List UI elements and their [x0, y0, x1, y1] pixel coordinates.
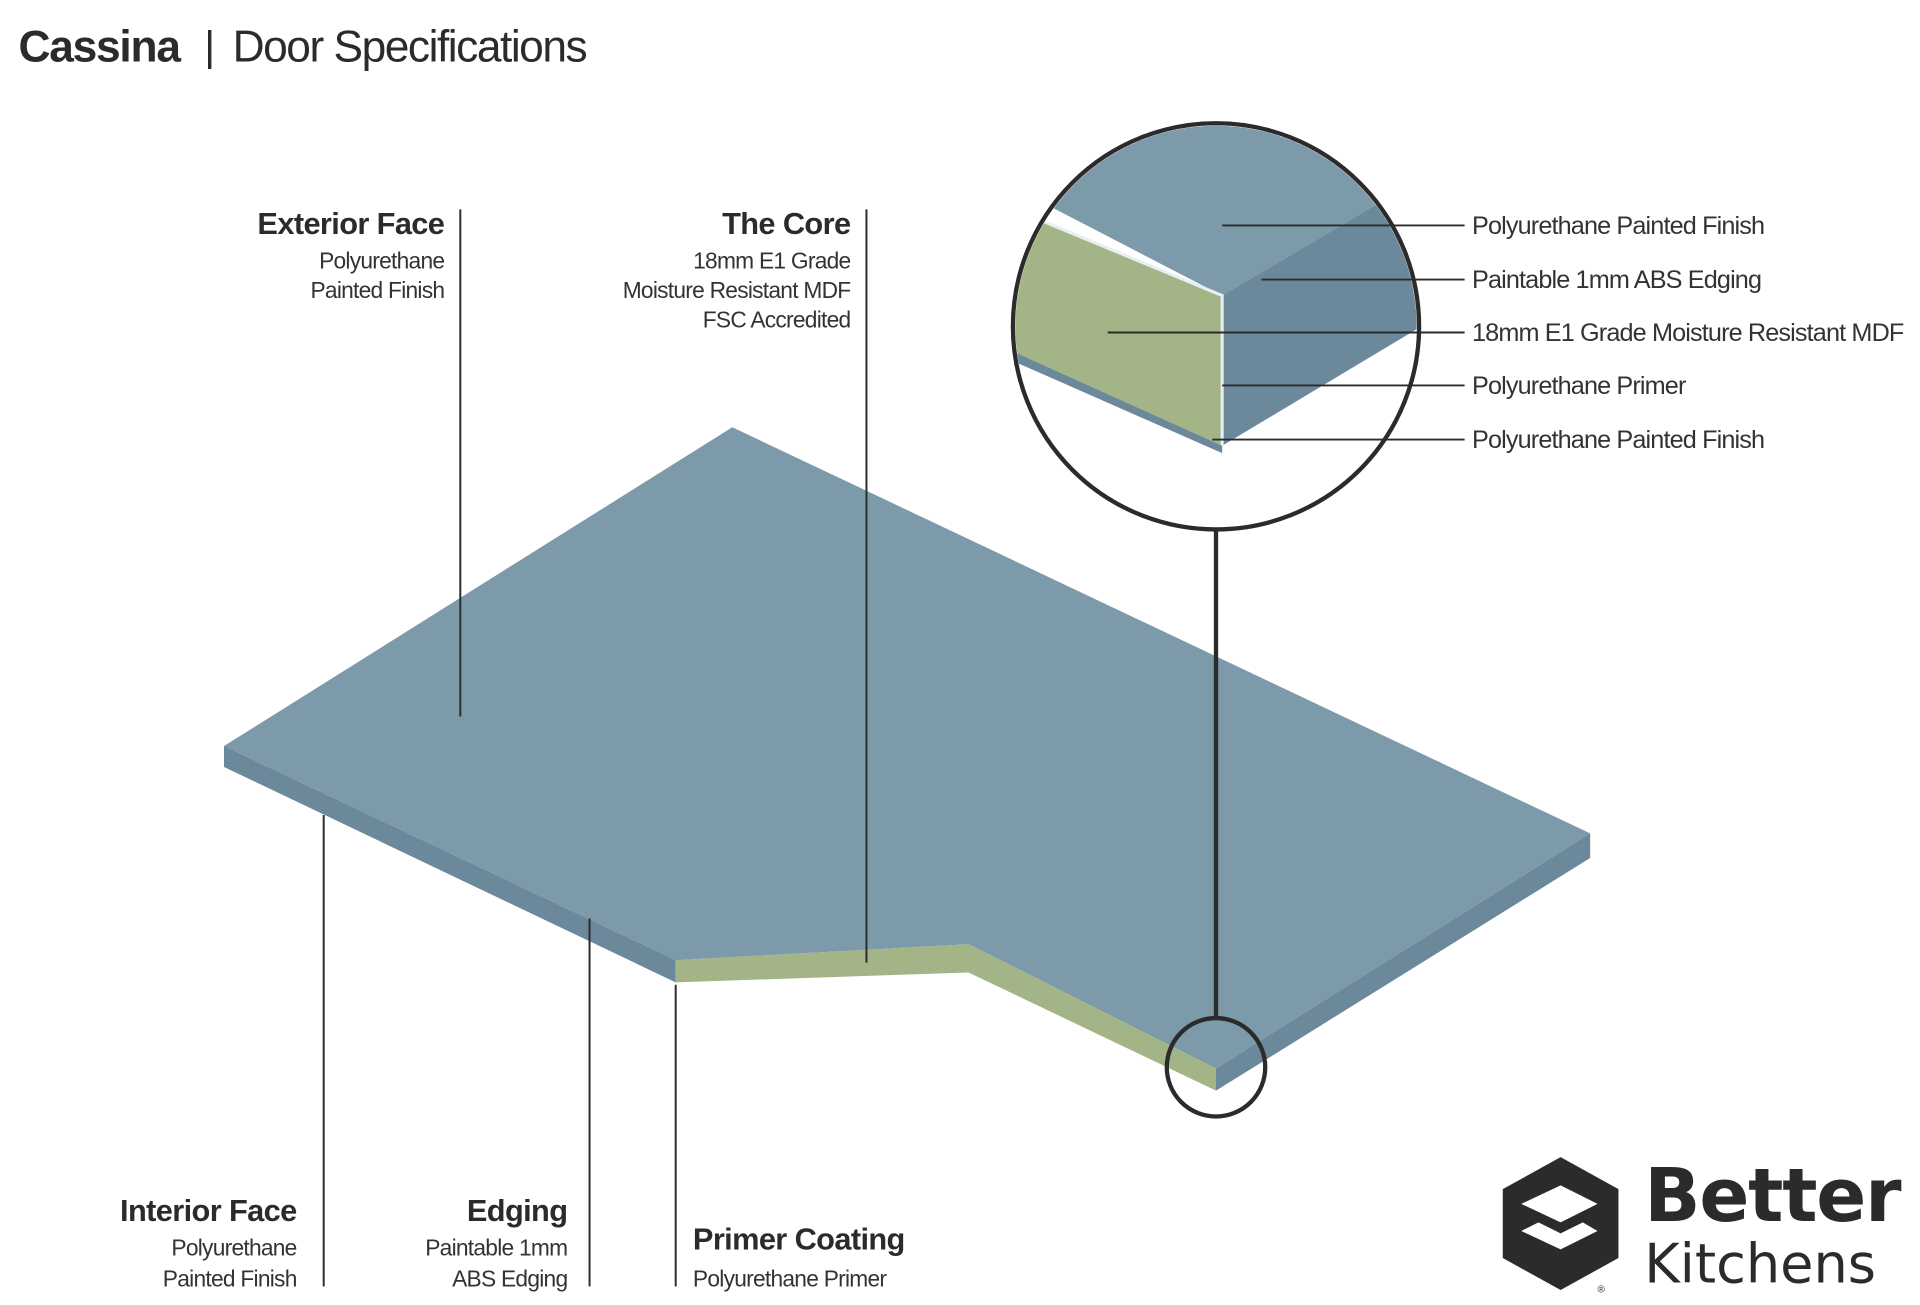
callout-mdf: 18mm E1 Grade Moisture Resistant MDF	[1472, 319, 1904, 347]
door-panel	[224, 427, 1591, 1091]
label-primer-coating: Primer Coating Polyurethane Primer	[674, 984, 905, 1291]
callout-bottom-finish: Polyurethane Painted Finish	[1472, 426, 1764, 454]
logo-hexagon-icon	[1502, 1157, 1619, 1291]
exterior-line: Painted Finish	[310, 277, 444, 303]
callout-edging: Paintable 1mm ABS Edging	[1472, 266, 1761, 294]
detail-focus-circle	[1164, 1015, 1268, 1119]
callout-leaders	[1107, 224, 1465, 441]
better-kitchens-logo: ® Better Kitchens	[1502, 1153, 1903, 1296]
mag-bottom-finish	[1015, 338, 1223, 454]
core-line: Moisture Resistant MDF	[623, 277, 851, 303]
header: Cassina | Door Specifications	[18, 23, 588, 72]
door-core-cut	[675, 944, 1216, 1091]
logo-better: Better	[1644, 1153, 1902, 1239]
label-edging: Edging Paintable 1mm ABS Edging	[425, 918, 591, 1291]
brand-name: Cassina	[18, 23, 181, 72]
page-title: Door Specifications	[233, 23, 587, 72]
interior-line: Polyurethane	[171, 1235, 296, 1261]
primer-title: Primer Coating	[693, 1221, 905, 1256]
callout-primer: Polyurethane Primer	[1472, 372, 1686, 400]
callout-labels: Polyurethane Painted Finish Paintable 1m…	[1472, 212, 1905, 454]
label-core: The Core 18mm E1 Grade Moisture Resistan…	[623, 206, 868, 963]
door-right-edge	[1216, 833, 1591, 1091]
edging-line: Paintable 1mm	[425, 1235, 567, 1261]
label-interior-face: Interior Face Polyurethane Painted Finis…	[120, 814, 325, 1291]
edging-line: ABS Edging	[452, 1265, 567, 1291]
registered-mark: ®	[1598, 1285, 1606, 1296]
door-top-face	[224, 427, 1591, 1069]
magnifier	[1010, 121, 1422, 1119]
core-title: The Core	[722, 206, 851, 241]
exterior-line: Polyurethane	[319, 248, 444, 274]
primer-line: Polyurethane Primer	[693, 1265, 888, 1291]
door-left-edge	[224, 746, 676, 983]
core-line: FSC Accredited	[703, 307, 851, 333]
mag-core-face	[1015, 197, 1223, 446]
interior-line: Painted Finish	[163, 1265, 297, 1291]
edging-title: Edging	[467, 1193, 568, 1228]
exterior-title: Exterior Face	[257, 206, 444, 241]
callout-top-finish: Polyurethane Painted Finish	[1472, 212, 1764, 240]
label-exterior-face: Exterior Face Polyurethane Painted Finis…	[257, 206, 462, 717]
title-separator: |	[204, 23, 215, 70]
logo-kitchens: Kitchens	[1644, 1233, 1876, 1296]
core-line: 18mm E1 Grade	[693, 248, 850, 274]
interior-title: Interior Face	[120, 1193, 297, 1228]
